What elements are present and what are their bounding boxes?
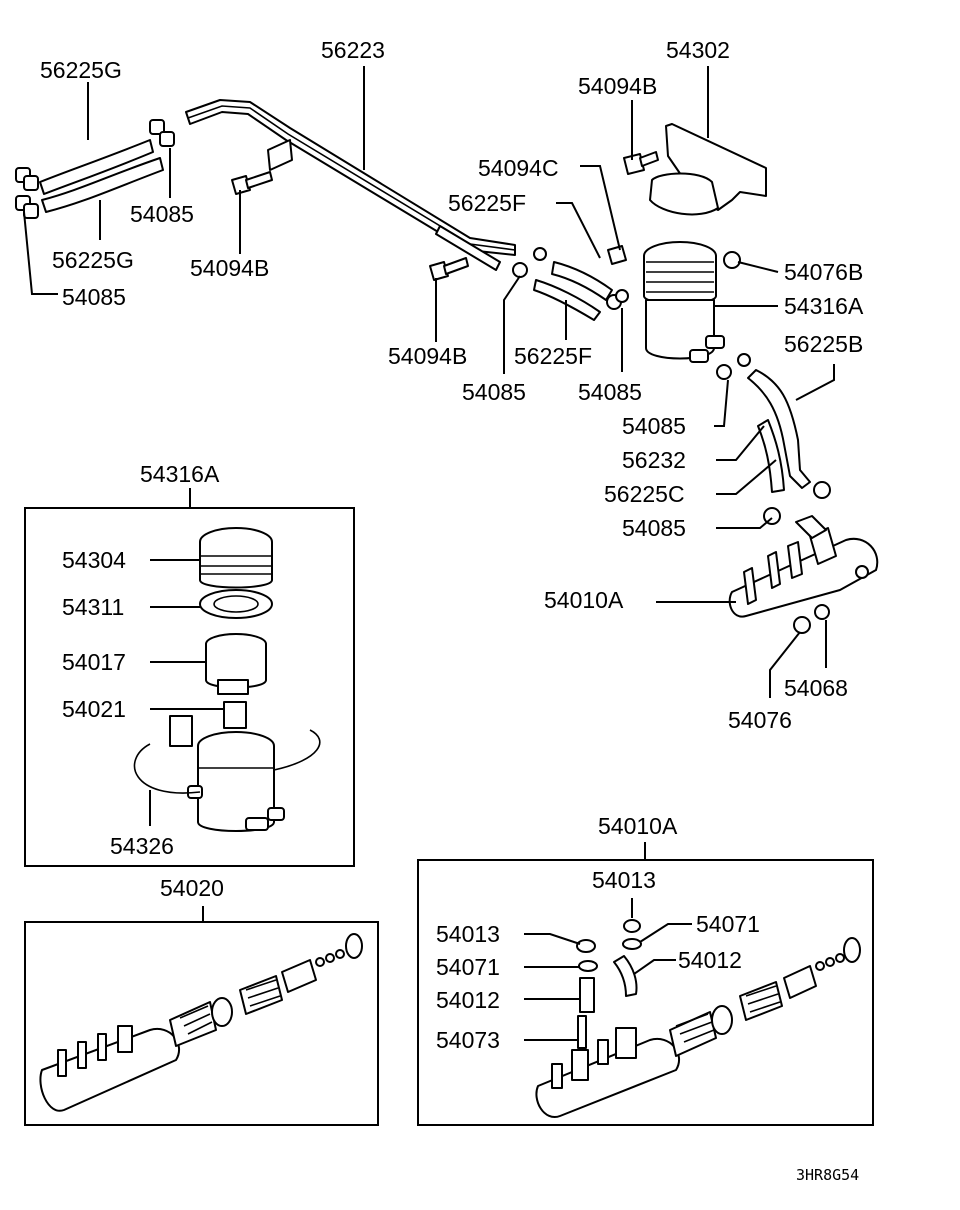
pipe-56223 [185, 99, 516, 271]
leader-lines-box3 [524, 898, 692, 1041]
label-56232: 56232 [622, 447, 686, 473]
label-54012-b: 54012 [436, 987, 500, 1013]
cap-54304 [199, 527, 273, 589]
label-54013-a: 54013 [592, 867, 656, 893]
label-56225f-a: 56225F [448, 190, 526, 216]
connector-54012-a [613, 955, 638, 997]
clip-54071-b [578, 960, 598, 972]
label-54326: 54326 [110, 833, 174, 859]
hose-56225f-a [551, 261, 613, 301]
hose-56225g-upper [39, 139, 154, 195]
label-54094b-top: 54094B [578, 73, 657, 99]
label-54316a-b: 54316A [140, 461, 220, 487]
hose-56225b [747, 369, 811, 489]
label-54071-b: 54071 [436, 954, 500, 980]
label-54304: 54304 [62, 547, 126, 573]
bracket-54302 [649, 123, 767, 216]
label-56225g-bot: 56225G [52, 247, 134, 273]
label-54302: 54302 [666, 37, 730, 63]
ring-54311 [199, 589, 273, 619]
label-56225f-b: 56225F [514, 343, 592, 369]
filter-54017 [205, 633, 267, 695]
label-54094c: 54094C [478, 155, 559, 181]
seal-54013-b [576, 939, 596, 953]
label-54071-a: 54071 [696, 911, 760, 937]
label-54085-a: 54085 [130, 201, 194, 227]
label-54010a-a: 54010A [544, 587, 624, 613]
label-54085-e: 54085 [622, 413, 686, 439]
master-cylinder-54010a-right [728, 515, 879, 618]
bolt-54094c [607, 245, 627, 265]
label-54013-b: 54013 [436, 921, 500, 947]
label-54311: 54311 [62, 594, 124, 620]
nut-54076b [723, 251, 741, 269]
reservoir-54316a [643, 241, 725, 363]
label-54012-a: 54012 [678, 947, 742, 973]
sensor-54021 [223, 701, 247, 729]
clip-54071-a [622, 938, 642, 950]
label-54076b: 54076B [784, 259, 863, 285]
reservoir-body-54326 [133, 715, 321, 832]
bolt-54094b-a [231, 171, 273, 195]
master-cylinder-54020 [39, 933, 363, 1112]
clamps-mid [512, 247, 751, 380]
label-54085-b: 54085 [62, 284, 126, 310]
hose-56232 [757, 419, 785, 493]
nut-54076 [793, 616, 811, 634]
label-54068: 54068 [784, 675, 848, 701]
label-56225c: 56225C [604, 481, 685, 507]
leader-lines-top [23, 66, 835, 698]
clamps-low [763, 481, 831, 525]
box-54020 [24, 921, 379, 1126]
diagram-code: 3HR8G54 [796, 1166, 859, 1184]
label-54085-d: 54085 [578, 379, 642, 405]
label-54085-f: 54085 [622, 515, 686, 541]
label-56223: 56223 [321, 37, 385, 63]
hose-56225g-lower [41, 157, 164, 213]
nut-54068 [814, 604, 830, 620]
leader-lines-box1 [149, 559, 224, 826]
label-54076: 54076 [728, 707, 792, 733]
label-54021: 54021 [62, 696, 126, 722]
connector-54012-b [579, 977, 595, 1013]
label-54094b-mid: 54094B [190, 255, 269, 281]
label-56225g-top: 56225G [40, 57, 122, 83]
label-54010a-b: 54010A [598, 813, 678, 839]
pin-54073 [577, 1015, 587, 1049]
label-56225b: 56225B [784, 331, 863, 357]
label-54094b-low: 54094B [388, 343, 467, 369]
master-cylinder-54010a-exploded [535, 937, 861, 1118]
hose-clamps-left [15, 119, 175, 219]
bolt-54094b-c [623, 151, 659, 175]
label-54017: 54017 [62, 649, 126, 675]
label-54073: 54073 [436, 1027, 500, 1053]
seal-54013-a [623, 919, 641, 933]
label-54316a-a: 54316A [784, 293, 864, 319]
label-54020: 54020 [160, 875, 224, 901]
label-54085-c: 54085 [462, 379, 526, 405]
bolt-54094b-b [429, 257, 469, 281]
